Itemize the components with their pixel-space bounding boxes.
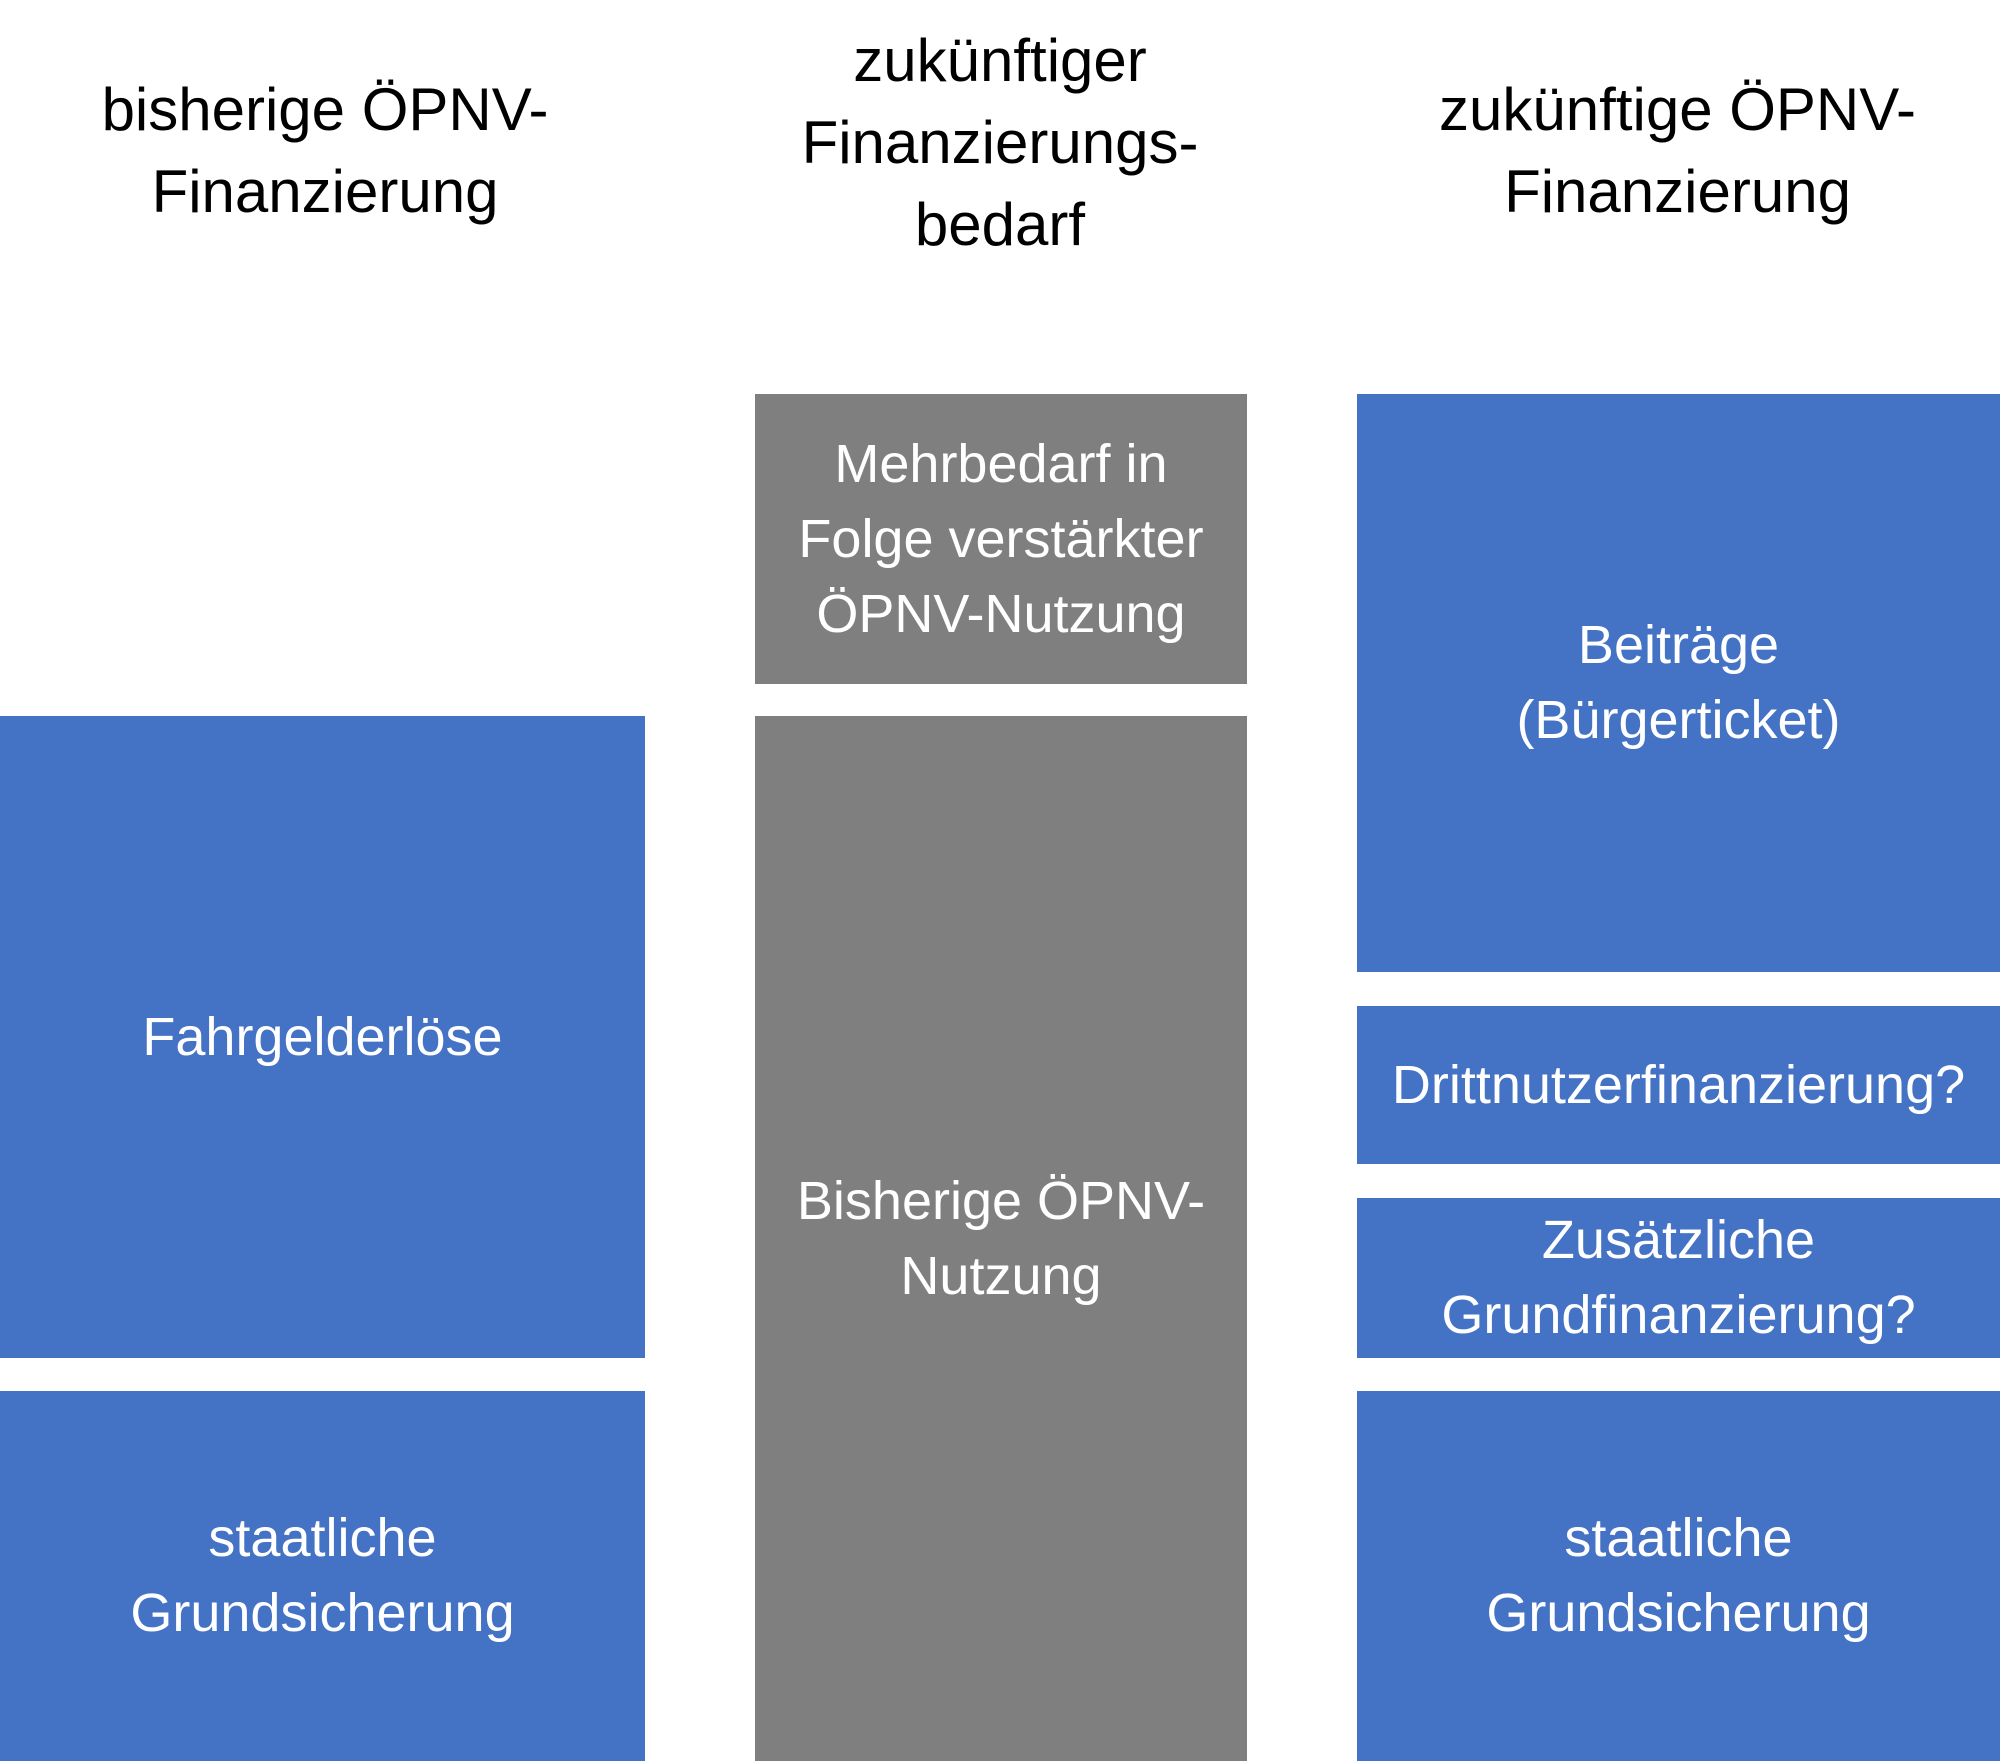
heading-line: Finanzierung — [1504, 158, 1851, 225]
heading-current-financing: bisherige ÖPNV- Finanzierung — [0, 69, 650, 233]
block-label: staatliche — [1564, 1508, 1793, 1568]
block-mehrbedarf: Mehrbedarf in Folge verstärkter ÖPNV-Nut… — [755, 394, 1247, 684]
block-label: Mehrbedarf in — [834, 433, 1168, 494]
block-beitraege: Beiträge (Bürgerticket) — [1357, 394, 2000, 972]
heading-line: Finanzierung — [151, 158, 499, 225]
block-label: Beiträge — [1577, 615, 1780, 675]
heading-line: bisherige ÖPNV- — [101, 76, 549, 143]
block-label: staatliche — [208, 1508, 437, 1568]
block-bisherige-oepnv-nutzung: Bisherige ÖPNV- Nutzung — [755, 716, 1247, 1761]
heading-future-financing: zukünftige ÖPNV- Finanzierung — [1355, 69, 2000, 233]
block-label: Folge verstärkter — [798, 508, 1204, 569]
block-label: Fahrgelderlöse — [142, 1006, 503, 1067]
block-label: Bisherige ÖPNV- — [796, 1170, 1206, 1231]
block-label: ÖPNV-Nutzung — [816, 583, 1186, 644]
block-drittnutzerfinanzierung: Drittnutzerfinanzierung? — [1357, 1006, 2000, 1164]
block-label: Drittnutzerfinanzierung? — [1391, 1054, 1966, 1115]
block-fahrgelderloese: Fahrgelderlöse — [0, 716, 645, 1358]
block-label: Nutzung — [900, 1245, 1102, 1306]
block-label: (Bürgerticket) — [1516, 690, 1841, 750]
heading-line: bedarf — [914, 191, 1086, 258]
heading-line: zukünftiger — [853, 27, 1147, 94]
block-zusaetzliche-grundfinanzierung: Zusätzliche Grundfinanzierung? — [1357, 1198, 2000, 1358]
block-label: Grundfinanzierung? — [1441, 1285, 1916, 1345]
block-label: Zusätzliche — [1541, 1210, 1816, 1270]
heading-line: zukünftige ÖPNV- — [1439, 76, 1916, 143]
block-staatliche-grundsicherung-right: staatliche Grundsicherung — [1357, 1391, 2000, 1761]
heading-future-demand: zukünftiger Finanzierungs- bedarf — [755, 20, 1245, 266]
block-label: Grundsicherung — [130, 1583, 515, 1643]
heading-line: Finanzierungs- — [801, 109, 1199, 176]
block-staatliche-grundsicherung-left: staatliche Grundsicherung — [0, 1391, 645, 1761]
block-label: Grundsicherung — [1486, 1583, 1871, 1643]
